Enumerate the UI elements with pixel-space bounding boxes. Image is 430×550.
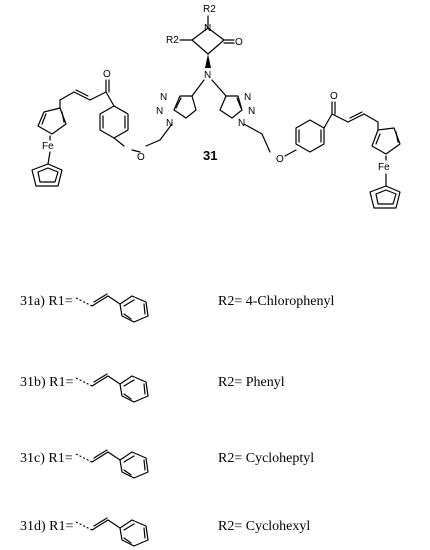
styryl-structure xyxy=(75,449,149,479)
enone-o-right: O xyxy=(330,91,338,102)
variant-row-31a: 31a) R1= R2= 4-Chlorophenyl xyxy=(20,293,334,323)
ether-o-left: O xyxy=(137,152,145,163)
variant-31d-r1-label: 31d) R1= xyxy=(20,519,74,534)
variant-row-31d: 31d) R1= R2= Cyclohexyl xyxy=(20,517,310,547)
left-arm: O O Fe xyxy=(31,69,145,187)
styryl-structure xyxy=(75,517,149,547)
triazole-right-n3: N xyxy=(238,118,245,129)
styryl-structure xyxy=(75,293,149,323)
triazole-left-n3: N xyxy=(166,118,173,129)
ether-o-right: O xyxy=(276,154,284,165)
variant-31d-r2-label: R2= Cyclohexyl xyxy=(218,519,310,534)
variant-row-31b: 31b) R1= R2= Phenyl xyxy=(20,373,285,403)
compound-number: 31 xyxy=(203,148,217,163)
triazole-right: N N N xyxy=(219,92,271,153)
triazole-left-n1: N xyxy=(160,92,167,103)
fe-left-label: Fe xyxy=(42,141,54,152)
fe-right-label: Fe xyxy=(378,162,390,173)
variant-31a-r1-label: 31a) R1= xyxy=(20,294,73,309)
variant-row-31c: 31c) R1= R2= Cycloheptyl xyxy=(20,449,314,479)
right-arm: O O Fe xyxy=(276,91,401,209)
r2-ring-n-label: R2 xyxy=(203,4,216,15)
carbonyl-o-label: O xyxy=(235,37,243,48)
r2-ring-c-label: R2 xyxy=(166,35,179,46)
variant-31b-r1-label: 31b) R1= xyxy=(20,375,74,390)
variant-31b-r2-label: R2= Phenyl xyxy=(218,375,285,390)
variant-31c-r1-label: 31c) R1= xyxy=(20,451,73,466)
variant-31c-r2-label: R2= Cycloheptyl xyxy=(218,451,314,466)
variant-31a-r2-label: R2= 4-Chlorophenyl xyxy=(218,294,334,309)
styryl-structure xyxy=(75,373,149,403)
beta-lactam-core: R2 R2 N O N xyxy=(166,4,243,97)
triazole-left-n2: N xyxy=(156,106,163,117)
enone-o-left: O xyxy=(103,69,111,80)
triazole-right-n1: N xyxy=(244,92,251,103)
ring-n-label: N xyxy=(204,23,211,34)
amine-n-label: N xyxy=(204,70,211,81)
triazole-left: N N N xyxy=(145,92,197,147)
triazole-right-n2: N xyxy=(248,106,255,117)
